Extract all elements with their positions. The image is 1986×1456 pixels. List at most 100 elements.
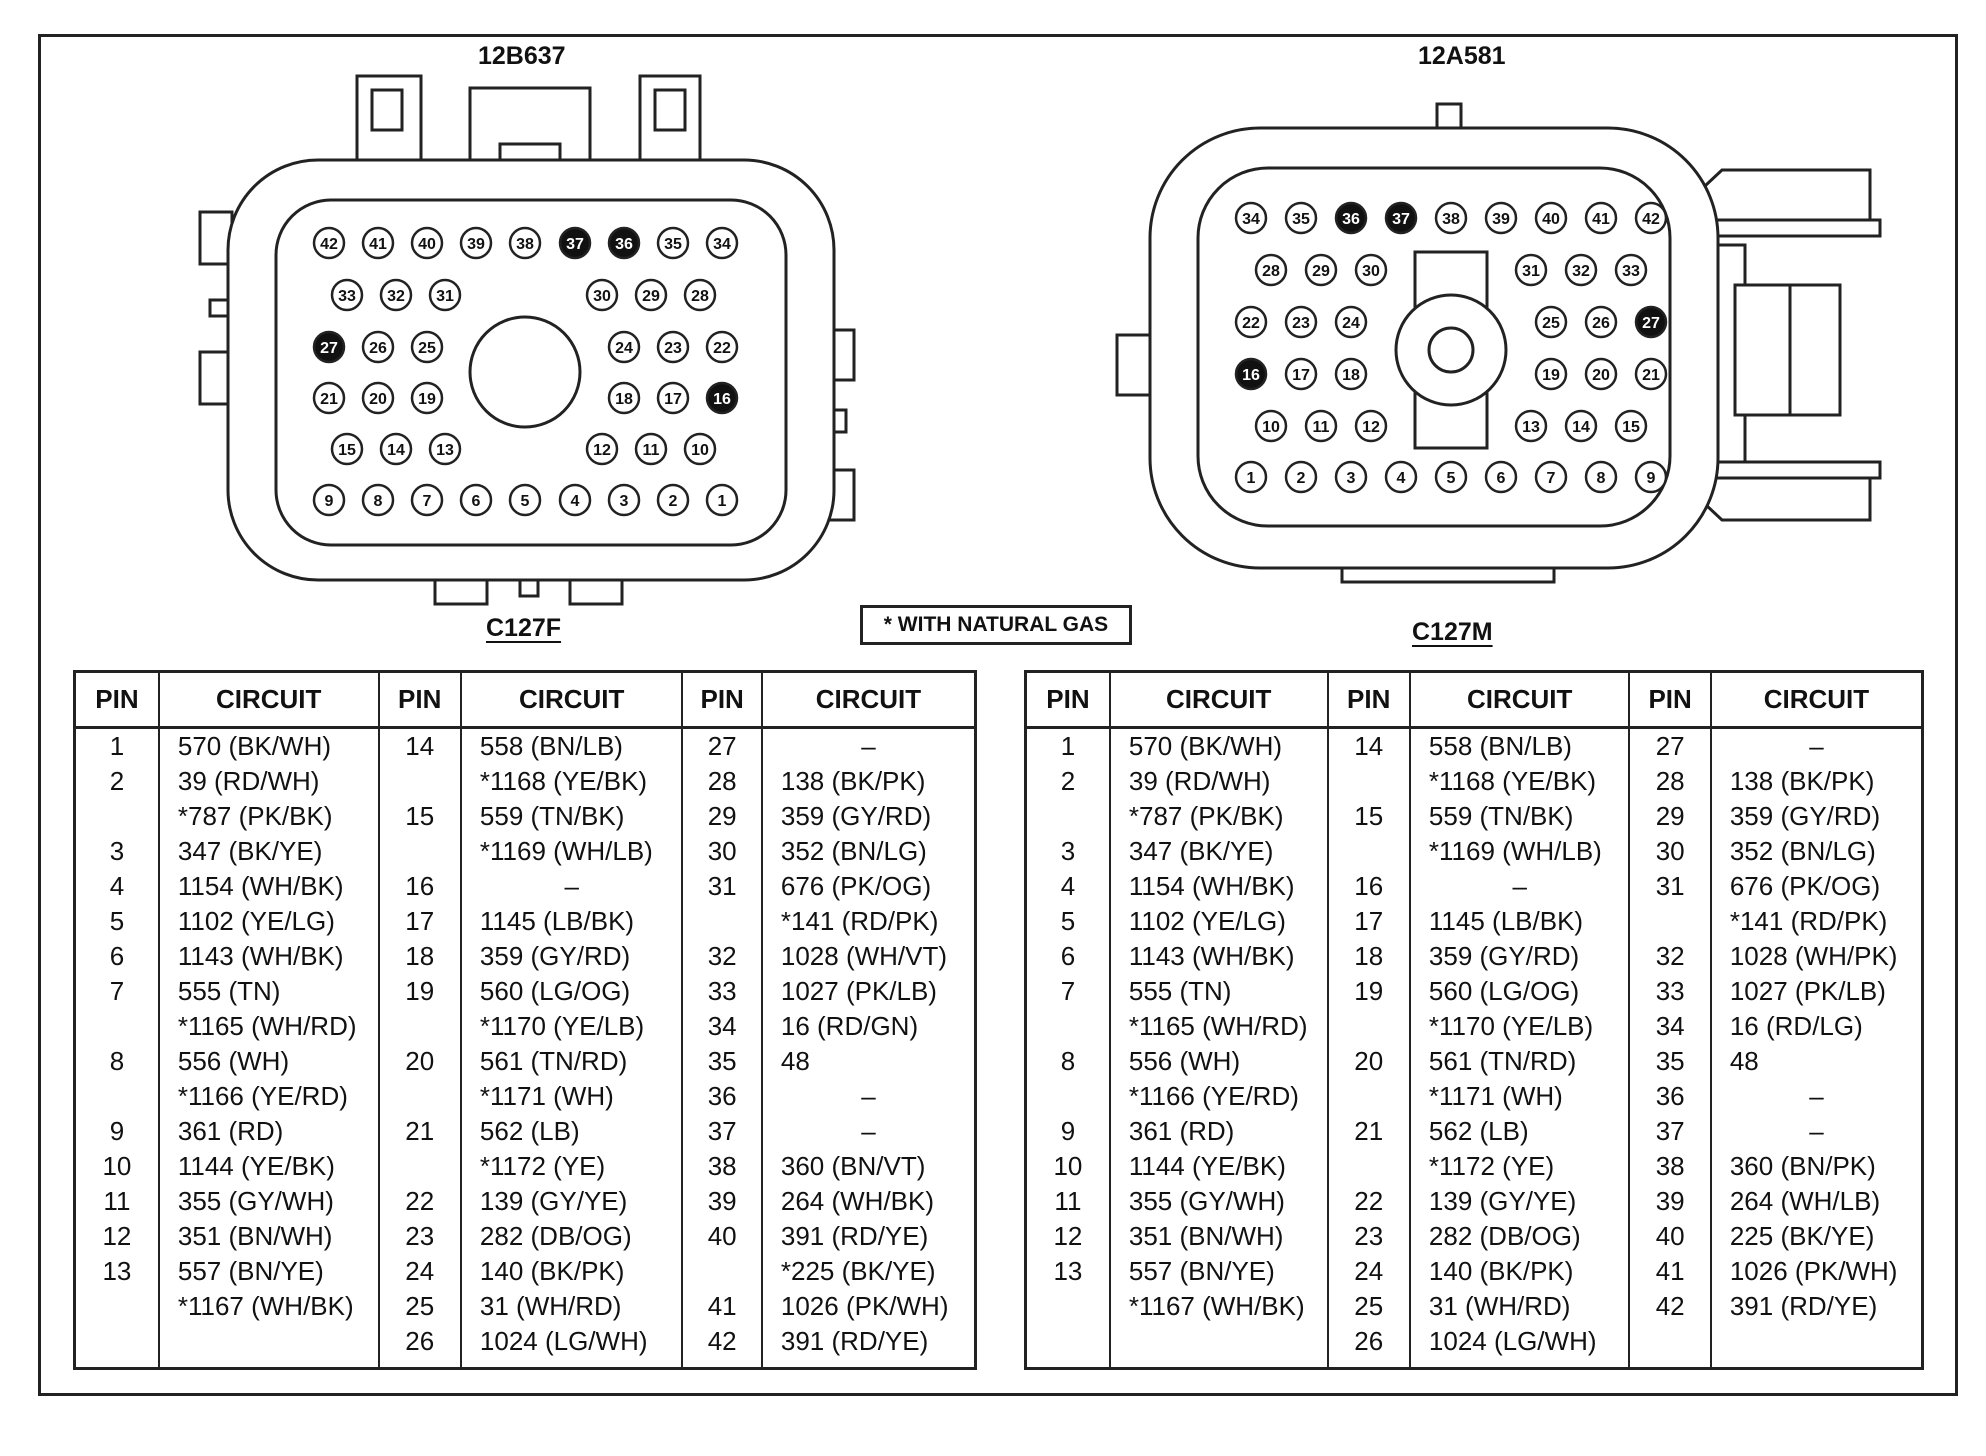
right-pin-label: 3 (1347, 470, 1356, 487)
right-pin-label: 8 (1597, 470, 1606, 487)
pin-cell: 11 (74, 1184, 160, 1219)
pin-cell: 12 (1025, 1219, 1111, 1254)
circuit-header: CIRCUIT (1710, 671, 1923, 729)
left-pin-34 (705, 226, 739, 260)
left-pin-39 (459, 226, 493, 260)
circuit-cell: *141 (RD/PK) (1729, 906, 1888, 936)
right-pin-4 (1384, 460, 1418, 494)
pin-cell (74, 799, 160, 834)
right-pin-24 (1334, 305, 1368, 339)
pin-header: PIN (1025, 671, 1111, 729)
pin-cell: 4 (74, 869, 160, 904)
right-pin-41 (1584, 201, 1618, 235)
pin-cell: 28 (682, 764, 763, 799)
circuit-cell: 560 (LG/OG) (1409, 974, 1631, 1009)
pin-cell: 30 (682, 834, 763, 869)
left-pin-label: 3 (620, 493, 629, 510)
right-pin-42 (1634, 201, 1668, 235)
circuit-cell: 1145 (LB/BK) (460, 904, 684, 939)
circuit-cell: 361 (RD) (158, 1114, 380, 1149)
pin-cell: 6 (74, 939, 160, 974)
table-row: *1166 (YE/RD)*1171 (WH)36– (74, 1079, 976, 1114)
pin-cell: 38 (1629, 1149, 1712, 1184)
circuit-cell: *141 (RD/PK) (780, 906, 939, 936)
circuit-cell: 225 (BK/YE) (1729, 1221, 1875, 1251)
right-pin-label: 26 (1592, 315, 1610, 332)
circuit-cell: 1154 (WH/BK) (158, 869, 380, 904)
circuit-cell: 559 (TN/BK) (1409, 799, 1631, 834)
right-pin-label: 20 (1592, 367, 1610, 384)
pin-cell: 11 (1025, 1184, 1111, 1219)
circuit-cell: – (460, 869, 684, 904)
right-pin-36 (1334, 201, 1368, 235)
right-pin-label: 39 (1492, 211, 1510, 228)
left-pin-label: 32 (387, 288, 405, 305)
circuit-cell: 31 (WH/RD) (460, 1289, 684, 1324)
circuit-cell: *1170 (YE/LB) (1409, 1009, 1631, 1044)
pin-cell (1025, 1324, 1111, 1359)
pin-cell: 1 (1025, 727, 1111, 764)
circuit-cell: 140 (BK/PK) (1409, 1254, 1631, 1289)
empty-cell (1629, 1359, 1712, 1369)
circuit-cell: 359 (GY/RD) (460, 939, 684, 974)
right-pin-label: 33 (1622, 263, 1640, 280)
left-pin-label: 35 (664, 236, 682, 253)
pin-cell (74, 1289, 160, 1324)
pin-cell: 38 (682, 1149, 763, 1184)
right-pin-label: 1 (1247, 470, 1256, 487)
left-pin-label: 26 (369, 340, 387, 357)
right-connector-name: C127M (1412, 618, 1493, 646)
right-pin-label: 25 (1542, 315, 1560, 332)
pin-cell (1025, 1009, 1111, 1044)
pin-cell: 37 (1629, 1114, 1712, 1149)
right-pin-label: 35 (1292, 211, 1310, 228)
left-pin-17 (656, 381, 690, 415)
pin-cell: 3 (74, 834, 160, 869)
pin-cell (1025, 799, 1111, 834)
right-pin-label: 11 (1313, 419, 1330, 436)
left-pin-23 (656, 330, 690, 364)
circuit-cell: 676 (PK/OG) (1729, 871, 1881, 901)
pin-cell: 39 (1629, 1184, 1712, 1219)
right-pin-label: 29 (1312, 263, 1330, 280)
circuit-cell: 140 (BK/PK) (460, 1254, 684, 1289)
left-pin-5 (508, 483, 542, 517)
left-pin-24 (607, 330, 641, 364)
circuit-cell: 282 (DB/OG) (1409, 1219, 1631, 1254)
circuit-cell: – (861, 731, 876, 761)
circuit-cell: 570 (BK/WH) (1109, 727, 1329, 764)
right-pin-32 (1564, 253, 1598, 287)
right-pin-label: 27 (1642, 315, 1660, 332)
pin-cell (74, 1009, 160, 1044)
right-pin-label: 17 (1292, 367, 1310, 384)
circuit-cell: 391 (RD/YE) (780, 1221, 929, 1251)
circuit-cell: 264 (WH/BK) (780, 1186, 935, 1216)
pin-cell: 9 (1025, 1114, 1111, 1149)
pin-cell: 15 (1327, 799, 1411, 834)
circuit-cell: 361 (RD) (1109, 1114, 1329, 1149)
empty-cell (1711, 1359, 1923, 1369)
empty-cell (1409, 1359, 1631, 1369)
left-pin-label: 38 (516, 236, 534, 253)
right-pin-22 (1234, 305, 1268, 339)
left-pin-label: 6 (472, 493, 481, 510)
circuit-cell: – (1809, 731, 1824, 761)
pin-cell (1327, 1079, 1411, 1114)
right-pin-label: 28 (1262, 263, 1280, 280)
pin-cell: 27 (682, 727, 763, 764)
empty-cell (378, 1359, 462, 1369)
circuit-cell: 16 (RD/GN) (780, 1011, 919, 1041)
left-pin-14 (379, 432, 413, 466)
right-pin-label: 12 (1362, 419, 1380, 436)
